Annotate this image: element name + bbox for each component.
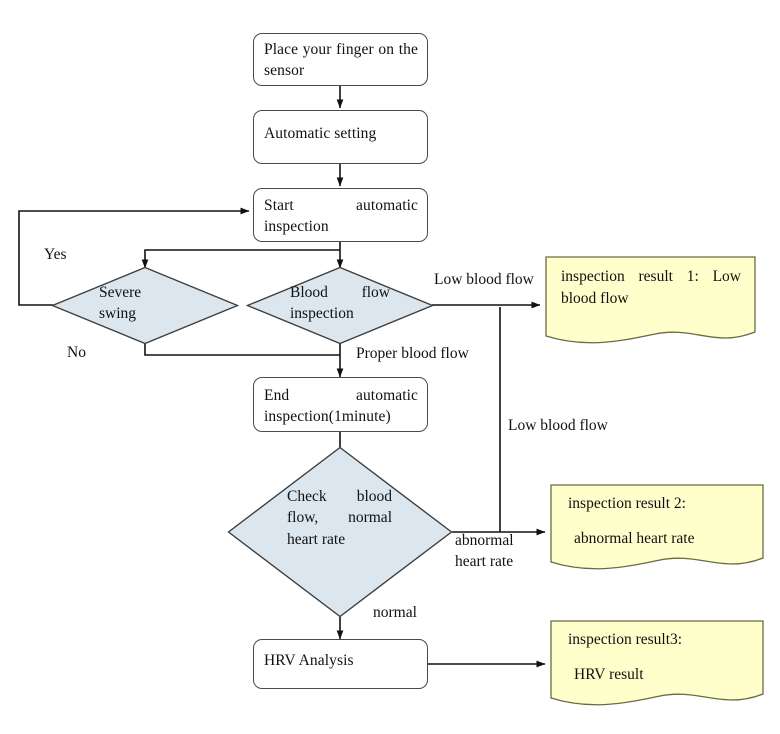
node-blood-flow-inspection-label: Blood flow inspection	[290, 284, 390, 323]
node-severe-swing[interactable]: Severe swing	[51, 266, 239, 345]
node-check-blood-flow[interactable]: Check blood flow, normal heart rate	[227, 446, 453, 618]
node-start-inspection[interactable]: Start automatic inspection	[253, 188, 428, 242]
edge-label-yes: Yes	[44, 246, 67, 263]
edge-label-low-blood-flow-top: Low blood flow	[434, 271, 534, 288]
node-severe-swing-label: Severe swing	[99, 284, 142, 323]
node-result3-label-line1: inspection result3:	[568, 631, 683, 648]
node-result1-label: inspection result 1: Low blood flow	[561, 268, 741, 307]
node-end-inspection-label: End automatic inspection(1minute)	[264, 387, 418, 425]
edge-label-low-blood-flow-mid: Low blood flow	[508, 417, 608, 434]
node-automatic-setting-label: Automatic setting	[264, 125, 377, 142]
edge-label-proper-blood-flow: Proper blood flow	[356, 345, 469, 362]
edge-label-normal: normal	[373, 604, 417, 621]
node-result2-label-line2: abnormal heart rate	[574, 530, 695, 547]
node-place-finger[interactable]: Place your finger on the sensor	[253, 33, 428, 86]
node-start-inspection-label: Start automatic inspection	[264, 197, 418, 235]
node-hrv-analysis-label: HRV Analysis	[264, 652, 354, 669]
node-result3-document[interactable]: inspection result3: HRV result	[550, 620, 765, 712]
node-place-finger-label: Place your finger on the sensor	[264, 41, 418, 79]
node-result2-label-line1: inspection result 2:	[568, 495, 686, 512]
node-hrv-analysis[interactable]: HRV Analysis	[253, 639, 428, 689]
node-end-inspection[interactable]: End automatic inspection(1minute)	[253, 377, 428, 432]
node-blood-flow-inspection[interactable]: Blood flow inspection	[246, 266, 434, 345]
node-automatic-setting[interactable]: Automatic setting	[253, 110, 428, 164]
node-result1-document[interactable]: inspection result 1: Low blood flow	[545, 256, 757, 348]
node-check-blood-flow-label: Check blood flow, normal heart rate	[287, 488, 392, 548]
edge-label-abnormal-heart-rate: abnormal heart rate	[455, 532, 514, 570]
node-result3-label-line2: HRV result	[574, 666, 644, 683]
edge-label-no: No	[67, 344, 86, 361]
node-result2-document[interactable]: inspection result 2: abnormal heart rate	[550, 484, 765, 576]
